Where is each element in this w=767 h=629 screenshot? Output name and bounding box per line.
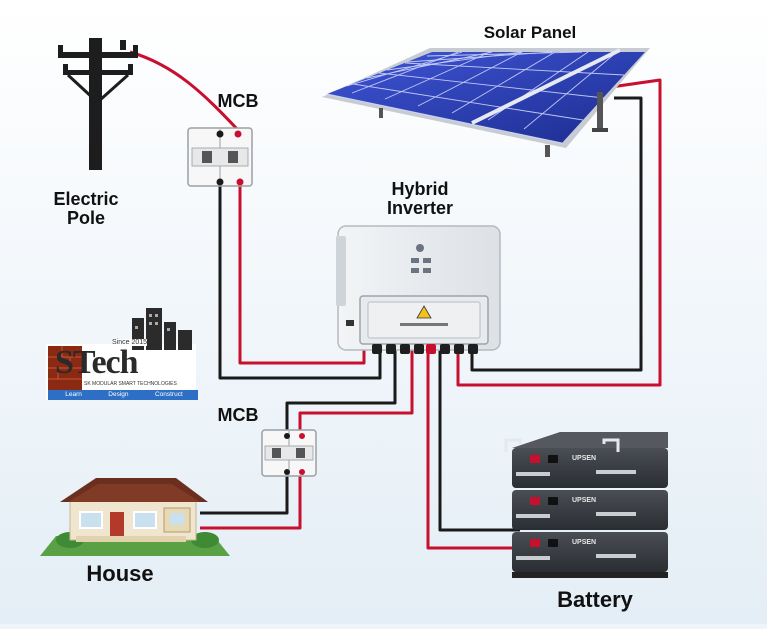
wire-mcb-house-black [200,475,289,515]
wire-mcb-inverter-red [238,185,366,365]
battery-brand-2: UPSEN [572,497,597,504]
mcb-top-device [187,127,253,187]
logo-tag-learn: Learn [65,391,82,398]
logo-tags: Learn Design Construct [52,390,196,400]
hybrid-inverter-label-line2: Inverter [386,197,454,218]
battery-stack [504,432,668,578]
wire-inverter-battery-black [438,350,520,532]
battery-label: Battery [557,587,633,612]
hybrid-inverter [336,225,501,354]
electric-pole-label-line2: Pole [66,207,105,228]
wire-solar-inverter-black [470,96,643,372]
logo-tag-construct: Construct [154,391,183,398]
wire-pole-mcb [129,50,240,132]
logo-since: Since 2015 [112,339,148,346]
battery-brand-3: UPSEN [572,539,597,546]
electric-pole-label: Electric Pole [26,190,146,228]
wire-inverter-mcb-black [285,350,397,438]
solar-panel [322,48,650,157]
wire-solar-inverter-red [456,78,662,387]
electric-pole [58,38,138,170]
wire-inverter-battery-red [426,350,520,550]
wire-mcb-inverter-black [218,185,382,380]
hybrid-inverter-label: Hybrid Inverter [360,180,480,218]
mcb-bottom-device [261,429,317,477]
hybrid-inverter-label-line1: Hybrid [391,179,449,199]
mcb-top-label: MCB [217,91,259,111]
wire-mcb-house-red [200,475,302,530]
wires [129,50,662,550]
house [40,478,230,556]
solar-panel-label: Solar Panel [483,23,577,42]
logo-letters: STech [55,344,139,381]
logo-tagline: SK MODULAR SMART TECHNOLOGIES [84,381,177,387]
wire-inverter-mcb-red [298,350,414,438]
logo-tag-design: Design [108,391,129,398]
mcb-bottom-label: MCB [217,405,259,425]
battery-brand-1: UPSEN [572,455,597,462]
house-label: House [86,561,154,586]
stech-logo [46,308,198,400]
electric-pole-label-line1: Electric [53,189,119,209]
